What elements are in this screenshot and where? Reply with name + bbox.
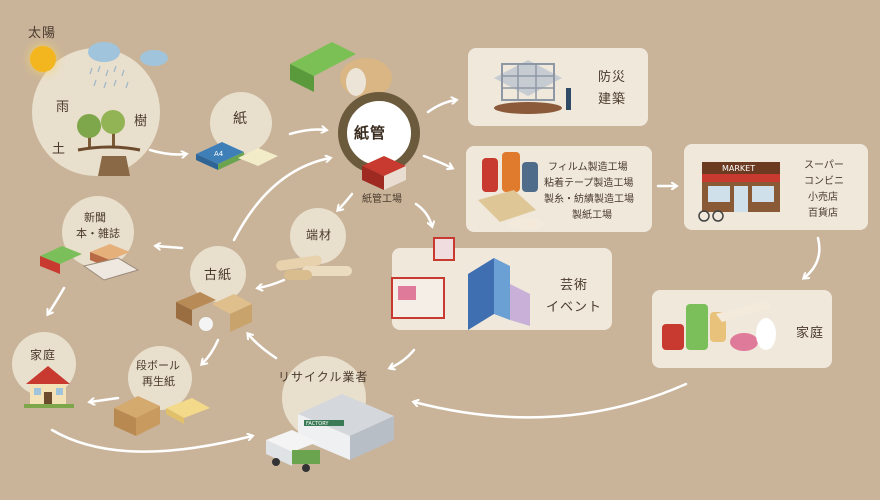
home-right-label: 家庭: [796, 322, 824, 341]
factory-line-0: フィルム製造工場: [548, 160, 628, 175]
offcuts-label: 端材: [306, 226, 332, 243]
arrow-home-to-recycler: [414, 384, 686, 417]
tube-factory-label: 紙管工場: [362, 192, 402, 207]
store-line-3: 百貨店: [808, 206, 838, 221]
paper-label: 紙: [233, 108, 248, 128]
sun-icon: [30, 46, 56, 72]
construction-line1: 防災: [598, 66, 626, 85]
construction-icon: [478, 38, 578, 120]
art-line1: 芸術: [560, 274, 588, 293]
store-line-1: コンビニ: [804, 174, 844, 189]
books-magazines-icon: [38, 240, 144, 286]
cardboard-box-icon: [110, 388, 214, 440]
household-goods-icon: [656, 294, 780, 370]
home-left-label: 家庭: [30, 346, 56, 363]
arrow-art-to-recycler: [390, 350, 414, 368]
recycling-factory-icon: FACTORY: [262, 390, 410, 476]
tube-title: 紙管: [354, 122, 386, 143]
art-line2: イベント: [546, 296, 602, 315]
svg-text:MARKET: MARKET: [722, 164, 755, 173]
arrow-publications-to-home: [48, 288, 64, 314]
arrow-stores-to-home: [804, 238, 819, 278]
svg-text:FACTORY: FACTORY: [306, 421, 329, 427]
rain-label: 雨: [56, 96, 70, 115]
publications-line2: 本・雑誌: [76, 226, 120, 241]
arrow-recycler-to-usedpaper: [248, 334, 276, 358]
factory-line-1: 粘着テープ製造工場: [544, 176, 633, 191]
market-icon: MARKET: [696, 158, 788, 222]
arrow-tube-to-factories: [424, 156, 452, 168]
factory-line-3: 製紙工場: [572, 208, 612, 223]
art-event-icon: [384, 234, 534, 334]
paper-stack-icon: A4: [194, 136, 280, 176]
sun-label: 太陽: [28, 22, 56, 41]
arrow-tube-to-construction: [428, 100, 456, 112]
store-line-0: スーパー: [804, 158, 844, 173]
offcuts-icon: [272, 250, 360, 284]
recycler-label: リサイクル業者: [278, 368, 368, 385]
arrow-factory-to-art: [416, 204, 432, 226]
arrow-paper-to-tube: [290, 130, 326, 135]
arrow-factory-to-offcuts: [338, 194, 352, 210]
svg-text:A4: A4: [214, 150, 224, 158]
cardboard-line1: 段ボール: [136, 358, 180, 373]
publications-line1: 新聞: [84, 210, 106, 225]
arrow-usedpaper-to-publications: [156, 246, 182, 248]
used-paper-label: 古紙: [204, 264, 232, 283]
cloud-rain-icon: [76, 38, 172, 98]
used-paper-icon: [172, 286, 256, 334]
store-line-2: 小売店: [808, 190, 838, 205]
arrow-nature-to-paper: [150, 150, 186, 155]
house-icon: [22, 362, 76, 410]
cardboard-line2: 再生紙: [142, 374, 175, 389]
construction-line2: 建築: [598, 88, 626, 107]
trees-icon: [70, 104, 150, 182]
tube-factory-icon: [358, 152, 412, 192]
arrow-usedpaper-to-cardboard: [202, 340, 218, 364]
factory-line-2: 製糸・紡績製造工場: [544, 192, 634, 207]
soil-label: 土: [52, 138, 66, 157]
